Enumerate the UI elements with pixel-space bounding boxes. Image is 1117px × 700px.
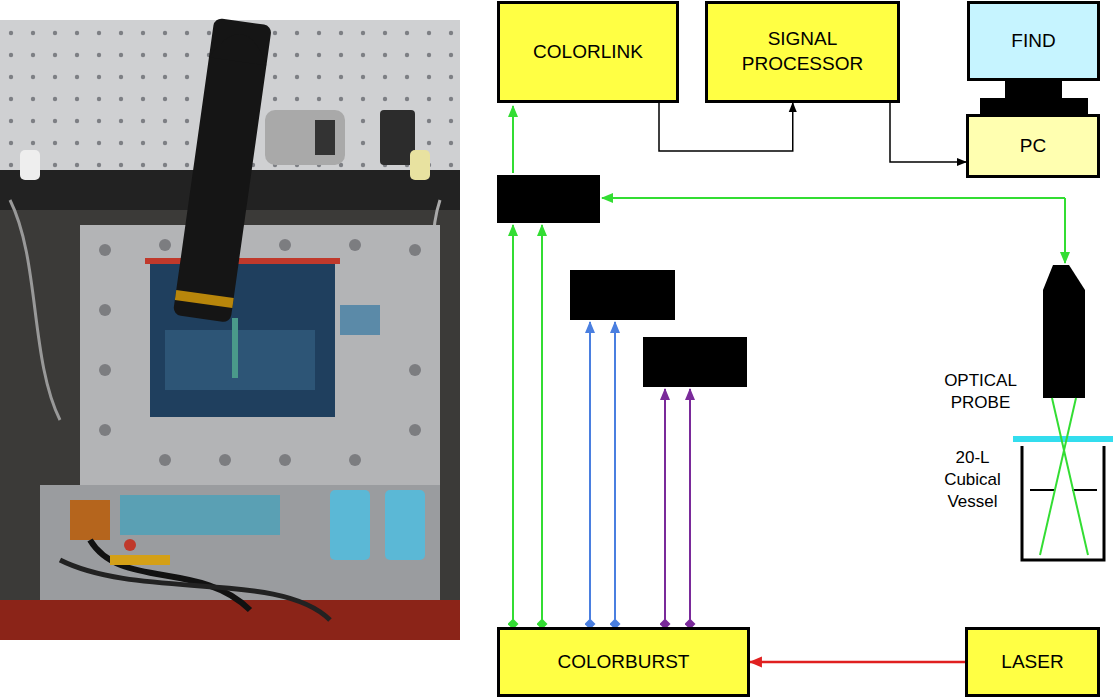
process-box: LASER xyxy=(965,627,1100,697)
beam-line xyxy=(513,106,1065,624)
box-label: FIND xyxy=(1011,29,1055,54)
box-label: COLORLINK xyxy=(533,40,643,65)
process-box: FIND xyxy=(967,1,1100,81)
detector-block xyxy=(497,175,600,223)
process-box: SIGNAL PROCESSOR xyxy=(705,1,900,103)
text-label: 20-L Cubical Vessel xyxy=(930,447,1015,513)
beam-line xyxy=(590,322,615,624)
box-label: LASER xyxy=(1001,650,1063,675)
connector-arrow xyxy=(659,103,793,151)
text-label: OPTICAL PROBE xyxy=(928,370,1033,414)
connector-arrow xyxy=(890,103,966,162)
box-label: COLORBURST xyxy=(558,650,690,675)
detector-block xyxy=(643,337,747,387)
detector-block xyxy=(570,270,675,320)
process-box: COLORLINK xyxy=(497,1,679,103)
process-box: PC xyxy=(966,114,1100,178)
vessel xyxy=(1013,398,1113,560)
box-label: PC xyxy=(1020,134,1046,159)
apparatus-photo xyxy=(0,18,460,640)
box-label: SIGNAL PROCESSOR xyxy=(728,27,878,76)
process-box: COLORBURST xyxy=(497,627,750,697)
optical-probe xyxy=(1043,265,1085,398)
connector-arrow xyxy=(750,661,965,664)
monitor-stand xyxy=(980,81,1088,114)
beam-line xyxy=(665,389,690,624)
